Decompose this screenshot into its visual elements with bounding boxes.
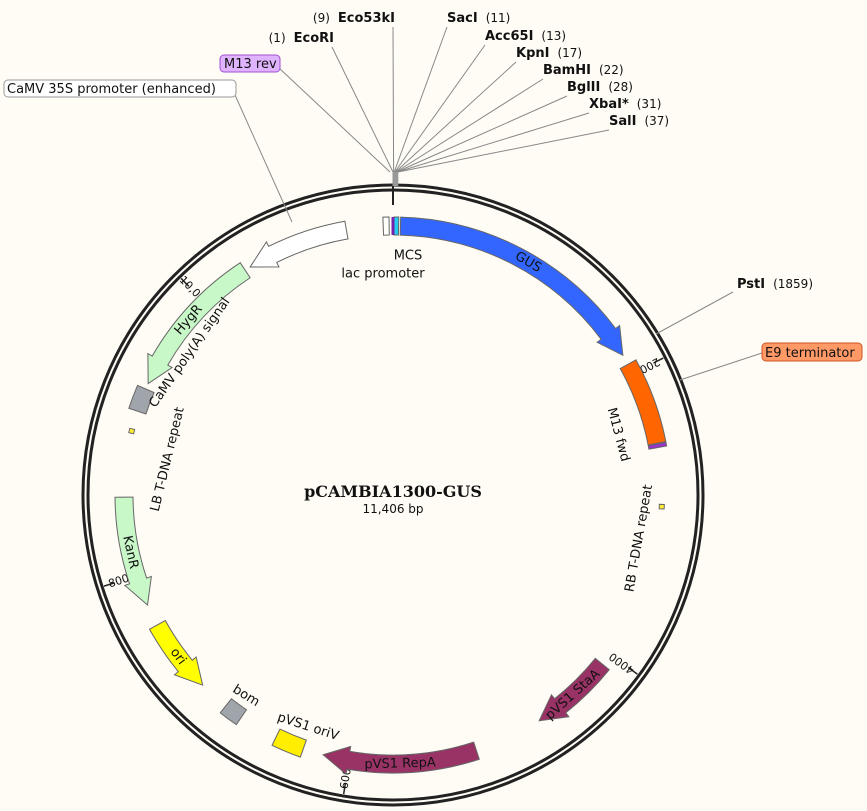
enzyme-site-psti[interactable]: PstI (1859): [737, 277, 813, 292]
enzyme-position: (13): [541, 29, 566, 43]
plasmid-size: 11,406 bp: [362, 502, 423, 516]
feature-label-repa: pVS1 RepA: [364, 755, 436, 772]
feature-e9[interactable]: [619, 359, 667, 446]
enzyme-site-bglii[interactable]: BglII (28): [396, 80, 633, 186]
enzyme-name[interactable]: Eco53kI: [338, 11, 395, 26]
m13-rev-leader: [278, 67, 391, 173]
feature-camv35s[interactable]: [249, 220, 349, 268]
enzyme-site-sali[interactable]: SalI (37): [397, 114, 669, 186]
enzyme-name[interactable]: BamHI: [543, 63, 591, 78]
enzyme-name[interactable]: PstI: [737, 277, 765, 292]
enzyme-site-saci[interactable]: SacI (11): [393, 11, 511, 186]
feature-label-m13fwd: M13 fwd: [604, 406, 633, 463]
plasmid-name: pCAMBIA1300-GUS: [304, 482, 482, 501]
feature-label-lb: LB T-DNA repeat: [148, 406, 188, 513]
tick-mark: [653, 357, 664, 364]
enzyme-position: (22): [599, 63, 624, 77]
feature-staa[interactable]: [538, 657, 610, 722]
feature-lb[interactable]: [128, 427, 136, 435]
enzyme-name[interactable]: KpnI: [516, 46, 549, 61]
m13-rev-label[interactable]: M13 rev: [224, 57, 277, 72]
enzyme-site-bamhi[interactable]: BamHI (22): [395, 63, 624, 186]
enzyme-leader: [392, 26, 395, 173]
enzyme-name[interactable]: SacI: [447, 11, 478, 26]
enzyme-leader: [397, 129, 610, 173]
feature-rb[interactable]: [658, 503, 665, 510]
enzyme-name[interactable]: Acc65I: [485, 29, 533, 44]
enzyme-name[interactable]: XbaI*: [589, 97, 629, 112]
feature-bom[interactable]: [219, 698, 248, 726]
psti-leader: [655, 291, 734, 335]
enzyme-leader: [395, 61, 517, 173]
feature-m13fwd[interactable]: [647, 441, 668, 450]
tick-mark: [103, 582, 115, 587]
enzyme-leader: [393, 26, 448, 173]
enzyme-position: (28): [608, 80, 633, 94]
enzyme-position: (37): [644, 114, 669, 128]
enzyme-leader: [395, 78, 544, 173]
camv35s-box[interactable]: [3, 79, 237, 98]
enzyme-site-ecori[interactable]: EcoRI (1): [269, 31, 394, 186]
camv35s-leader: [234, 94, 293, 223]
feature-label-kanr: KanR: [119, 534, 141, 570]
enzyme-name[interactable]: SalI: [609, 114, 636, 129]
enzyme-site-eco53ki[interactable]: Eco53kI (9): [313, 11, 395, 186]
enzyme-leader: [394, 44, 486, 173]
enzyme-name[interactable]: EcoRI: [294, 31, 334, 46]
e9-box[interactable]: [761, 342, 863, 362]
tick-mark: [628, 667, 638, 675]
camv35s-label[interactable]: CaMV 35S promoter (enhanced): [7, 82, 216, 97]
enzyme-name[interactable]: BglII: [567, 80, 600, 95]
tick-mark: [180, 277, 190, 287]
m13-rev-box[interactable]: [219, 54, 281, 73]
feature-label-lac: lac promoter: [341, 267, 425, 282]
e9-leader: [679, 352, 763, 381]
tick-label: 4000: [607, 650, 637, 677]
enzyme-site-xbai[interactable]: XbaI* (31): [396, 97, 662, 186]
feature-lac[interactable]: [382, 216, 390, 236]
enzyme-position: (1): [269, 31, 286, 45]
feature-repa[interactable]: [322, 741, 480, 776]
enzyme-site-kpni[interactable]: KpnI (17): [394, 46, 582, 186]
enzyme-position: (17): [557, 46, 582, 60]
e9-label[interactable]: E9 terminator: [765, 346, 855, 361]
enzyme-position: (1859): [773, 277, 813, 291]
enzyme-position: (9): [313, 11, 330, 25]
feature-hygr[interactable]: [147, 262, 251, 385]
feature-oriv[interactable]: [271, 728, 307, 758]
enzyme-site-acc65i[interactable]: Acc65I (13): [394, 29, 566, 186]
enzyme-leader: [331, 46, 394, 173]
feature-label-rb: RB T-DNA repeat: [622, 484, 656, 594]
tick-mark: [342, 782, 347, 795]
enzyme-leader: [396, 95, 568, 173]
feature-polya[interactable]: [128, 384, 155, 415]
feature-mcs[interactable]: [393, 216, 400, 236]
feature-gus[interactable]: [399, 216, 624, 357]
feature-ori[interactable]: [148, 619, 204, 686]
enzyme-leader: [397, 112, 590, 173]
enzyme-position: (11): [486, 11, 511, 25]
feature-kanr[interactable]: [114, 496, 152, 606]
feature-label-mcs: MCS: [394, 249, 423, 264]
enzyme-position: (31): [637, 97, 662, 111]
